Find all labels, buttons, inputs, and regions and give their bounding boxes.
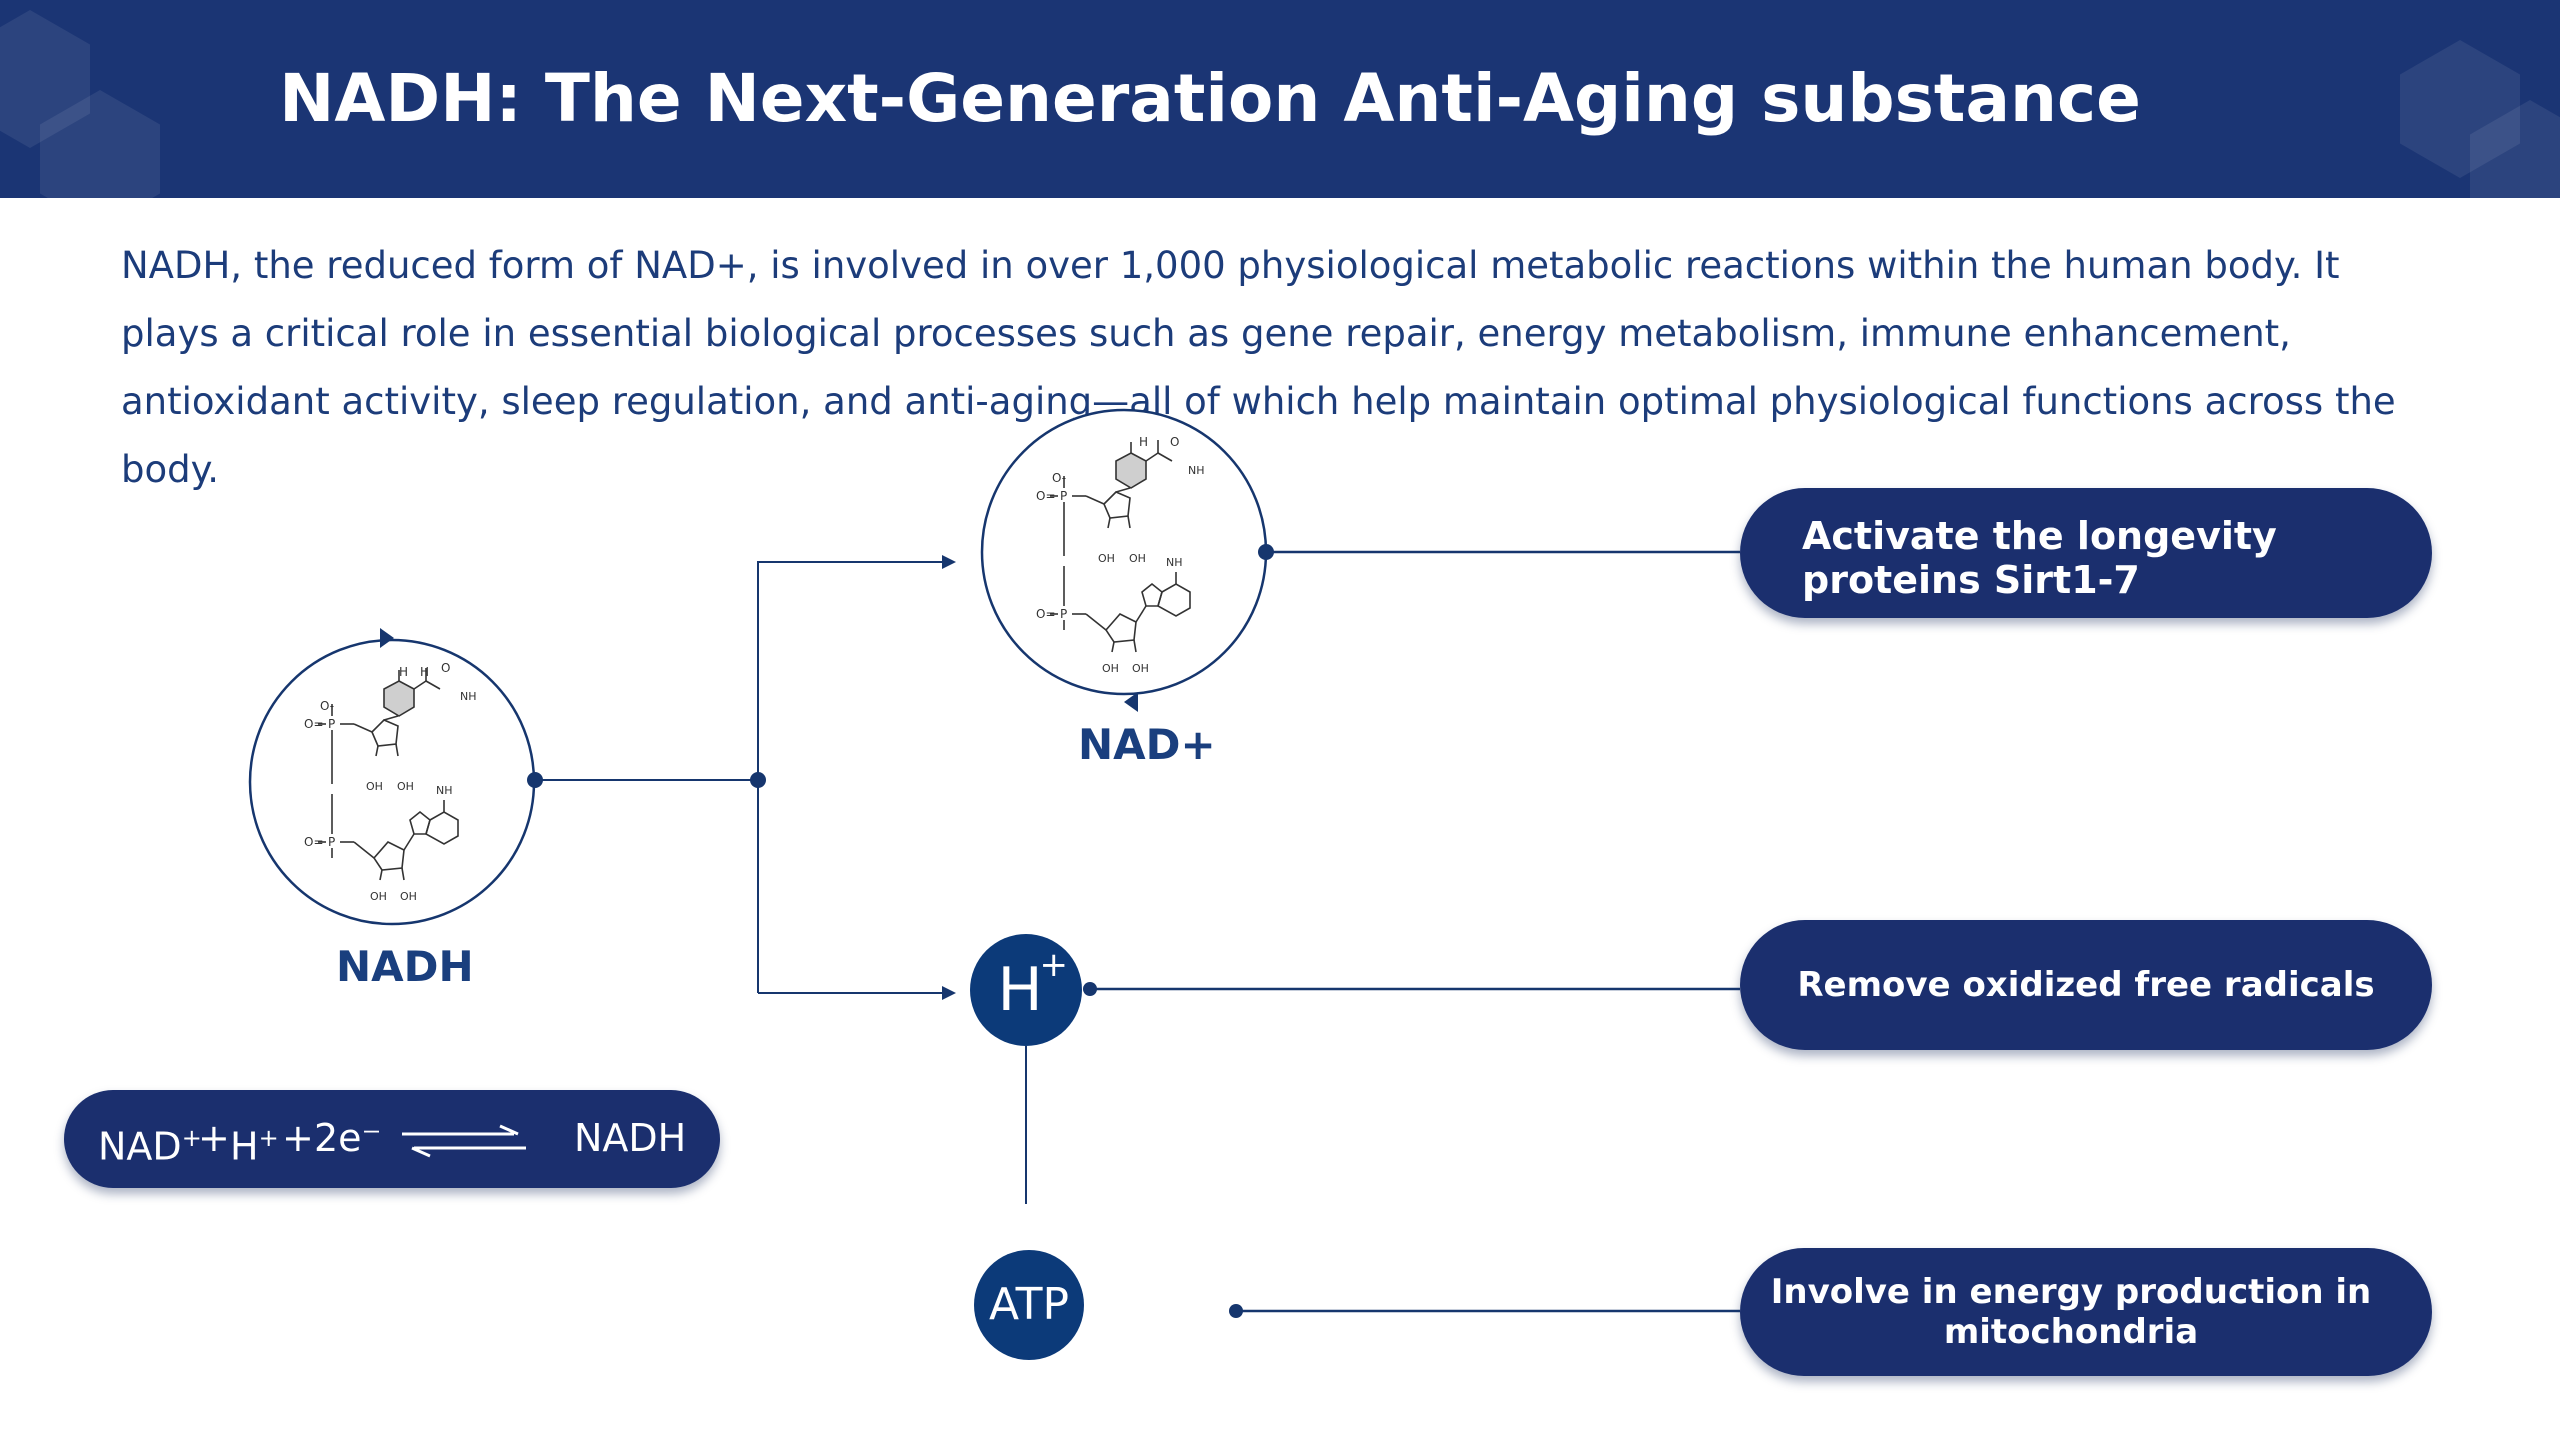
atom-label: P xyxy=(1060,607,1067,621)
effect-text: Remove oxidized free radicals xyxy=(1797,965,2375,1005)
atom-label: OH xyxy=(1102,662,1119,675)
eq-nad: NAD xyxy=(98,1124,182,1169)
header-bar: NADH: The Next-Generation Anti-Aging sub… xyxy=(0,0,2560,198)
atom-label: H xyxy=(1139,435,1148,449)
atom-label: OH xyxy=(1098,552,1115,565)
atom-label: OH xyxy=(370,890,387,903)
nad-label: NAD+ xyxy=(1078,720,1216,769)
eq-product: NADH xyxy=(574,1116,687,1160)
atom-label: OH xyxy=(397,780,414,793)
page-title: NADH: The Next-Generation Anti-Aging sub… xyxy=(279,60,2141,137)
nadh-molecule: H H O NH O- O= P OH OH NH O= P OH OH xyxy=(248,628,543,926)
eq-plus: + xyxy=(198,1116,230,1160)
branch-node xyxy=(750,772,766,788)
atom-label: NH xyxy=(1166,556,1183,569)
redox-equation: NAD+ + H+ + 2e⁻ NADH xyxy=(64,1090,720,1188)
atom-label: P xyxy=(1060,489,1067,503)
atom-label: NH xyxy=(436,784,453,797)
hexagon-decoration xyxy=(2400,40,2520,178)
atom-label: O= xyxy=(1036,489,1056,503)
atp-node: ATP xyxy=(974,1250,1084,1360)
atom-label: P xyxy=(328,717,335,731)
nadh-label: NADH xyxy=(336,942,474,991)
atp-connector-dot xyxy=(1229,1304,1243,1318)
atom-label: O- xyxy=(320,699,334,713)
arrow-to-nad xyxy=(757,555,956,993)
nad-molecule: H O NH O- O= P OH OH NH O= P OH OH xyxy=(980,408,1274,712)
atom-label: O- xyxy=(1052,471,1066,485)
atom-label: O= xyxy=(304,835,324,849)
eq-h-sup: + xyxy=(258,1124,279,1152)
intro-paragraph: NADH, the reduced form of NAD+, is invol… xyxy=(121,244,2396,491)
eq-h: H xyxy=(230,1124,259,1169)
eq-nad-sup: + xyxy=(181,1124,202,1152)
atom-label: H xyxy=(420,665,429,679)
atom-label: OH xyxy=(400,890,417,903)
hplus-sup: + xyxy=(1039,945,1069,985)
atom-label: NH xyxy=(1188,464,1205,477)
eq-electrons: 2e⁻ xyxy=(314,1116,382,1160)
effect-text: Involve in energy production in mitochon… xyxy=(1770,1272,2372,1352)
effect-text: Activate the longevity proteins Sirt1-7 xyxy=(1802,514,2277,602)
atom-label: H xyxy=(399,665,408,679)
atom-label: OH xyxy=(366,780,383,793)
effect-pill-energy: Involve in energy production in mitochon… xyxy=(1740,1248,2432,1376)
atom-label: NH xyxy=(460,690,477,703)
atom-label: O= xyxy=(304,717,324,731)
atom-label: OH xyxy=(1132,662,1149,675)
atom-label: OH xyxy=(1129,552,1146,565)
atom-label: O= xyxy=(1036,607,1056,621)
effect-pill-radicals: Remove oxidized free radicals xyxy=(1740,920,2432,1050)
hydrogen-ion-node: H + xyxy=(970,934,1082,1046)
hplus-letter: H xyxy=(997,955,1043,1025)
effect-pill-sirt: Activate the longevity proteins Sirt1-7 xyxy=(1740,488,2432,618)
eq-plus: + xyxy=(282,1116,314,1160)
atom-label: O xyxy=(441,661,450,675)
hplus-connector-dot xyxy=(1083,982,1097,996)
atom-label: P xyxy=(328,835,335,849)
equilibrium-arrow-icon xyxy=(402,1124,526,1158)
atom-label: O xyxy=(1170,435,1179,449)
